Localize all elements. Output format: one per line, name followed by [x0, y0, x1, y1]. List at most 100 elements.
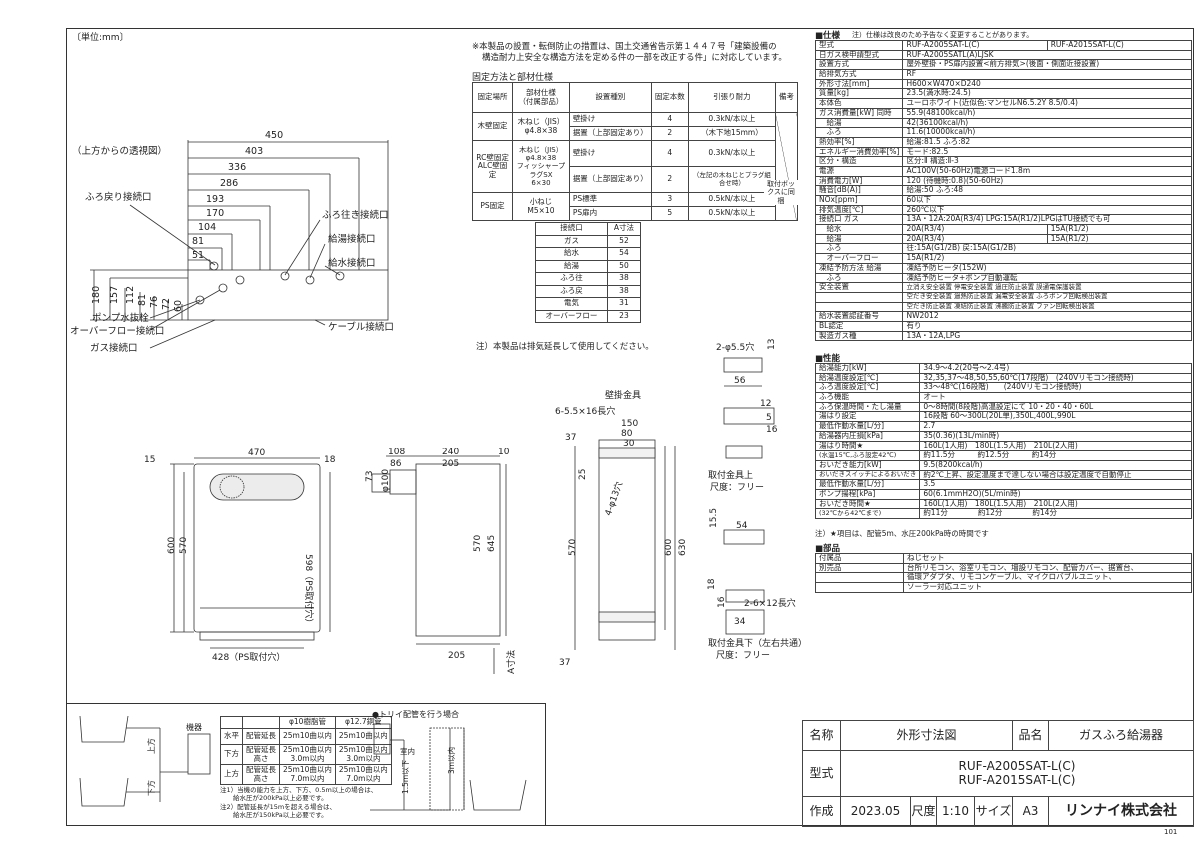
- side-dia: φ100: [381, 469, 391, 492]
- spec-key: 騒音[dB(A)]: [814, 185, 904, 196]
- front-top-dim: 15: [144, 455, 155, 465]
- spec-key: ふろ: [814, 243, 904, 255]
- wall-bracket-drawing: 壁掛金具 6-5.5×16長穴 150 80 30 37 25 4-φ13穴 5…: [555, 389, 685, 668]
- spec-value: 11.6(10000kcal/h): [902, 127, 1192, 138]
- spec-key: 給湯: [814, 233, 904, 245]
- spec-key: 給湯: [814, 117, 904, 129]
- perf-value: 160L(1人用) 180L(1.5人用) 210L(2人用): [919, 440, 1192, 452]
- parts-key: [815, 572, 904, 584]
- lower-holes: 2-6×12長穴: [744, 597, 796, 609]
- spec-value: RUF-A2005SAT-L(C): [902, 40, 1048, 51]
- spec-value: 60以下: [902, 195, 1192, 206]
- conn-cell: ふろ往: [535, 272, 608, 286]
- perf-value: 32,35,37〜48,50,55,60℃(17段階) (240Vリモコン接続時…: [919, 372, 1192, 384]
- spec-key: 接続口 ガス: [814, 214, 904, 226]
- pipe-header: [220, 716, 243, 729]
- dim-81: 81: [192, 236, 204, 247]
- fix-cell: 3: [650, 192, 689, 207]
- front-h600: 600: [167, 537, 177, 554]
- conn-cell: 50: [606, 259, 642, 273]
- piping-panel: [66, 703, 546, 826]
- piping-diagram-left: 上方 下方 機器: [79, 715, 211, 807]
- spec-value: 23.5(満水時:24.5): [902, 88, 1192, 100]
- spec-value: 有り: [902, 320, 1192, 332]
- spec-key: [814, 291, 904, 303]
- perf-key: 最低作動水量[L/分]: [814, 479, 921, 490]
- spec-key: 給水装置認証番号: [814, 311, 904, 322]
- conn-cell: 給湯: [535, 259, 608, 273]
- spec-value: 給湯:81.5 ふろ:82: [902, 136, 1192, 148]
- fix-cell: 0.3kN/本以上: [687, 112, 776, 127]
- spec-value: 20A(R3/4): [902, 224, 1048, 235]
- top-view-drawing: 450 403 336 286 193 170 104 81 51 180 15…: [70, 130, 394, 354]
- dim-286: 286: [220, 178, 238, 189]
- spec-section-title: ■仕様: [815, 31, 841, 41]
- spec-value: 15A(R1/2): [902, 253, 1192, 264]
- perf-value: 約2℃上昇、設定温度まで達しない場合は設定温度で自動停止: [919, 469, 1192, 481]
- lower-15-5: 15.5: [709, 508, 719, 528]
- perf-key: ふろ保温時間・たし湯量: [814, 401, 921, 413]
- label-h1: 1.5m以下: [401, 759, 410, 794]
- side-570: 570: [473, 535, 483, 552]
- parts-value: 台所リモコン、浴室リモコン、増設リモコン、配管カバー、据置台、: [903, 562, 1192, 574]
- perf-value: 3.5: [919, 479, 1192, 490]
- fix-cell: 木ねじ（JIS） φ4.8×38 フィッシャープラグSX 6×30: [512, 140, 570, 193]
- side-86: 86: [390, 459, 402, 469]
- model-label: 型式: [802, 750, 841, 797]
- parts-section-title: ■部品: [815, 544, 841, 554]
- size-value: A3: [1012, 796, 1049, 827]
- scale-label: 尺度: [910, 796, 937, 827]
- piping-diagram-right: 1.5m以下 3m以内 室内: [370, 723, 527, 811]
- bracket-37: 37: [565, 433, 576, 443]
- lower-16: 16: [717, 596, 727, 608]
- conn-cell: オーバーフロー: [535, 309, 608, 323]
- front-ps: 598（PS取付穴）: [303, 554, 315, 627]
- exhaust-note: 注）本製品は排気延長して使用してください。: [476, 342, 654, 352]
- label-wall: 室内: [400, 746, 415, 756]
- spec-value: 20A(R3/4): [902, 233, 1048, 245]
- fix-header: 引張り耐力: [687, 82, 776, 113]
- callout-furo-return: ふろ戻り接続口: [85, 191, 152, 203]
- conn-cell: 38: [606, 284, 642, 298]
- spec-value: 260℃以下: [902, 204, 1192, 216]
- upper-12: 12: [760, 399, 771, 409]
- dim-170: 170: [206, 208, 224, 219]
- dim-112: 112: [125, 286, 136, 304]
- fix-cell: 0.5kN/本以上: [687, 192, 776, 207]
- spec-value: 区分:Ⅱ 構造:Ⅱ-3: [902, 156, 1192, 167]
- fix-header: 備考: [774, 82, 799, 113]
- spec-value: H600×W470×D240: [902, 78, 1192, 90]
- pipe-cell: 上方: [220, 764, 243, 785]
- parts-value: ねじセット: [903, 553, 1192, 564]
- side-645: 645: [487, 535, 497, 552]
- fix-cell: 4: [650, 140, 689, 167]
- perf-key: おいだき能力[kW]: [814, 459, 921, 471]
- spec-value: 立消え安全装置 停電安全装置 過圧防止装置 誤通電保護装置: [902, 282, 1192, 293]
- upper-title: 取付金具上: [708, 469, 753, 481]
- spec-value: RUF-A2015SAT-L(C): [1046, 40, 1193, 51]
- bracket-30: 30: [623, 439, 635, 449]
- lower-54: 54: [736, 521, 748, 531]
- perf-key: 給湯能力[kW]: [814, 363, 921, 374]
- product-label: 品名: [1012, 720, 1049, 751]
- front-width: 470: [248, 448, 265, 458]
- spec-value: 13A・12A,LPG: [902, 330, 1192, 342]
- front-h570: 570: [179, 537, 189, 554]
- spec-key: 本体色: [814, 98, 904, 109]
- pipe-cell: 25m10曲以内 7.0m以内: [334, 764, 392, 785]
- perf-value: 160L(1人用) 180L(1.5人用) 210L(2人用): [919, 498, 1192, 510]
- spec-value: ユーロホワイト(近似色:マンセルN6.5.2Y 8.5/0.4): [902, 98, 1192, 109]
- spec-value: RF: [902, 69, 1192, 80]
- spec-value: 15A(R1/2): [1046, 224, 1193, 235]
- spec-key: [814, 301, 904, 313]
- perf-value: 35(0.36)(13L/min時): [919, 430, 1192, 442]
- callout-cable: ケーブル接続口: [328, 321, 394, 333]
- pipe-header: φ10樹脂管: [279, 716, 336, 729]
- dim-336: 336: [228, 162, 246, 173]
- perf-key: (32℃から42℃まで): [814, 508, 921, 519]
- perf-key: おいだき時間★: [814, 498, 921, 510]
- spec-key: BL認定: [814, 320, 904, 332]
